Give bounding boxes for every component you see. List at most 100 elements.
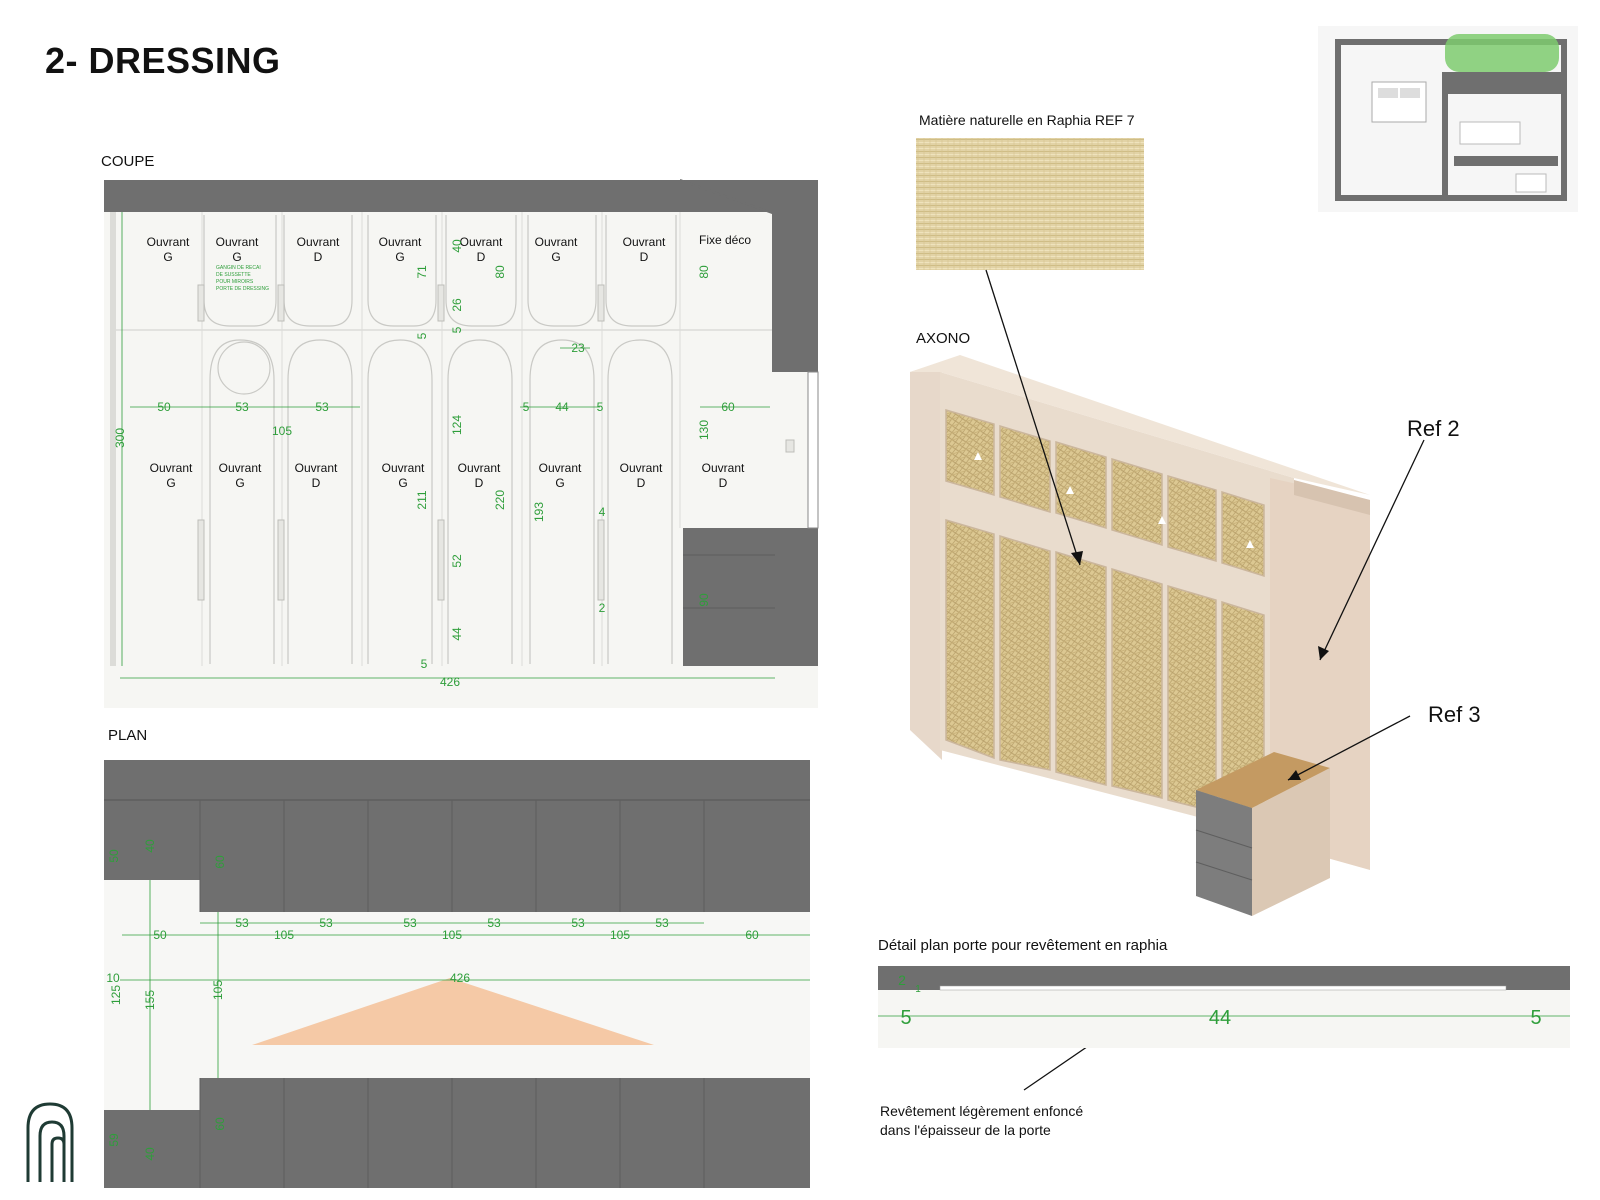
- top-label-2: Ouvrant: [216, 235, 259, 249]
- coupe-right-wall-top: [772, 212, 818, 372]
- svg-text:426: 426: [440, 675, 460, 689]
- bottom-panel-7: [607, 339, 673, 664]
- svg-text:52: 52: [450, 554, 464, 568]
- svg-text:53: 53: [235, 400, 249, 414]
- svg-text:53: 53: [403, 916, 417, 930]
- svg-text:124: 124: [450, 415, 464, 435]
- svg-text:105: 105: [610, 928, 630, 942]
- svg-text:23: 23: [571, 341, 585, 355]
- svg-text:53: 53: [235, 916, 249, 930]
- svg-text:40: 40: [450, 239, 464, 253]
- coupe-panels: [203, 215, 677, 664]
- svg-text:5: 5: [900, 1007, 911, 1029]
- svg-text:2: 2: [599, 601, 606, 615]
- svg-text:220: 220: [493, 490, 507, 510]
- top-label-1-side: G: [163, 250, 172, 264]
- svg-text:60: 60: [745, 928, 759, 942]
- nightstand-drawer-line-1: [1195, 829, 1253, 849]
- coupe-label: COUPE: [101, 153, 155, 170]
- svg-text:300: 300: [113, 428, 127, 448]
- bottom-panel-6: [529, 339, 595, 664]
- top-panel-7: [605, 215, 677, 327]
- raffia-swatch: [916, 138, 1144, 270]
- page-title: 2- DRESSING: [45, 40, 281, 81]
- svg-text:G: G: [398, 476, 407, 490]
- svg-text:5: 5: [1530, 1007, 1541, 1029]
- axono-handles: [974, 452, 1254, 548]
- svg-text:DE SUSSETTE: DE SUSSETTE: [216, 272, 251, 278]
- raffia-texture: [916, 138, 1144, 270]
- svg-text:44: 44: [450, 627, 464, 641]
- svg-text:G: G: [235, 476, 244, 490]
- svg-text:1: 1: [915, 984, 921, 995]
- svg-text:Ouvrant: Ouvrant: [539, 461, 582, 475]
- top-label-6-side: G: [551, 250, 560, 264]
- svg-text:53: 53: [487, 916, 501, 930]
- arch-logo: [26, 1102, 74, 1182]
- svg-text:4: 4: [599, 505, 606, 519]
- detail-note: Revêtement légèrement enfoncé dans l'épa…: [880, 1102, 1083, 1140]
- top-label-2-side: G: [232, 250, 241, 264]
- thumbnail-dressing-highlight: [1445, 34, 1559, 72]
- svg-text:50: 50: [157, 400, 171, 414]
- svg-text:26: 26: [450, 298, 464, 312]
- logo-small-arch: [50, 1136, 66, 1182]
- detail-note-line-1: Revêtement légèrement enfoncé: [880, 1103, 1084, 1119]
- svg-text:Ouvrant: Ouvrant: [219, 461, 262, 475]
- coupe-window: [807, 371, 819, 529]
- plan-left-opening: [104, 880, 122, 1110]
- thumbnail-dressing-block: [1446, 72, 1564, 94]
- svg-text:5: 5: [421, 657, 428, 671]
- svg-text:POUR MIROIRS: POUR MIROIRS: [216, 279, 254, 285]
- bottom-panel-4: [367, 339, 433, 664]
- coupe-note: GANGIN DE RECAI DE SUSSETTE POUR MIROIRS…: [216, 265, 269, 292]
- svg-text:155: 155: [143, 990, 157, 1010]
- top-panel-5: [445, 215, 517, 327]
- top-label-7: Ouvrant: [623, 235, 666, 249]
- plan-label: PLAN: [108, 727, 148, 744]
- bottom-panel-5: [447, 339, 513, 664]
- svg-text:50: 50: [107, 849, 121, 863]
- svg-text:Ouvrant: Ouvrant: [458, 461, 501, 475]
- svg-text:44: 44: [555, 400, 569, 414]
- top-panel-3: [283, 215, 353, 327]
- svg-text:80: 80: [493, 265, 507, 279]
- top-label-6: Ouvrant: [535, 235, 578, 249]
- svg-text:G: G: [166, 476, 175, 490]
- detail-note-line-2: dans l'épaisseur de la porte: [880, 1122, 1051, 1138]
- nightstand-side: [1252, 768, 1330, 916]
- svg-text:105: 105: [211, 980, 225, 1000]
- svg-text:40: 40: [143, 1147, 157, 1161]
- detail-dimensions: 2 1 5 44 5: [898, 972, 1541, 1029]
- svg-text:130: 130: [697, 420, 711, 440]
- svg-text:53: 53: [571, 916, 585, 930]
- svg-text:53: 53: [315, 400, 329, 414]
- coupe-left-wall: [110, 212, 116, 666]
- bottom-panel-3: [287, 339, 353, 664]
- svg-text:5: 5: [450, 326, 464, 333]
- svg-text:D: D: [475, 476, 484, 490]
- svg-text:44: 44: [1209, 1007, 1231, 1029]
- svg-text:105: 105: [274, 928, 294, 942]
- detail-raffia-recess: [939, 985, 1507, 991]
- axono-left-column-side: [910, 362, 942, 760]
- plan-dimension-lines: [120, 880, 810, 1110]
- top-panel-2: [203, 215, 277, 327]
- coupe-right-wall-bottom: [772, 528, 818, 666]
- svg-text:60: 60: [721, 400, 735, 414]
- svg-text:80: 80: [697, 265, 711, 279]
- nightstand-front: [1196, 790, 1252, 916]
- svg-text:50: 50: [153, 928, 167, 942]
- axono-label: AXONO: [916, 330, 971, 347]
- svg-text:105: 105: [272, 424, 292, 438]
- svg-text:90: 90: [697, 593, 711, 607]
- svg-text:5: 5: [415, 332, 429, 339]
- svg-text:71: 71: [415, 265, 429, 279]
- plan-cabinet-lines: [199, 800, 705, 1188]
- coupe-dimension-lines: [120, 212, 775, 679]
- top-label-1: Ouvrant: [147, 235, 190, 249]
- svg-text:PORTE DE DRESSING: PORTE DE DRESSING: [216, 286, 269, 292]
